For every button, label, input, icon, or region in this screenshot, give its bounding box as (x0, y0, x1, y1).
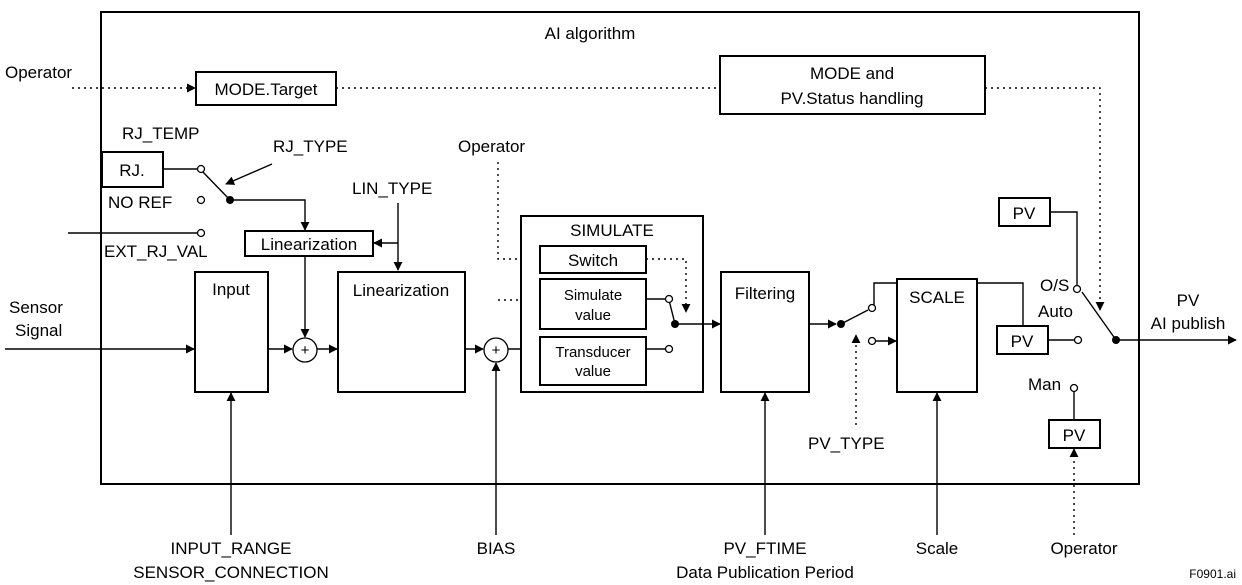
rj-linearization-box (244, 230, 374, 257)
lin-type-label: LIN_TYPE (352, 179, 432, 198)
operator-to-switch-line (497, 162, 539, 264)
pv-ftime-label: PV_FTIME (723, 539, 806, 558)
simulate-value-label-line1: Simulate (564, 287, 622, 304)
scale-box-label: SCALE (909, 288, 965, 307)
transducer-value-label-line2: value (575, 363, 611, 380)
bias-summing-plus: + (492, 342, 501, 359)
pv-type-selector-pivot (837, 320, 845, 328)
mode-selector-pivot (1112, 336, 1120, 344)
pv-type-lower-terminal (867, 336, 877, 346)
rj-type-label: RJ_TYPE (273, 137, 348, 156)
pv-output-label-line1: PV (1177, 291, 1200, 310)
pv-type-label: PV_TYPE (808, 434, 885, 453)
rj-linearization-label: Linearization (261, 235, 357, 254)
sensor-signal-label-line2: Signal (15, 321, 62, 340)
rj-box (101, 151, 164, 188)
pv-man-box (1048, 419, 1101, 449)
simulate-value-terminal (664, 294, 674, 304)
mode-status-box (719, 55, 986, 115)
sensor-connection-label: SENSOR_CONNECTION (133, 563, 329, 582)
transducer-value-box (539, 336, 647, 386)
pv-type-upper-terminal (867, 303, 877, 313)
ext-rj-val-label: EXT_RJ_VAL (104, 242, 208, 261)
transducer-value-terminal (664, 344, 674, 354)
pv-os-to-terminal-line (1050, 211, 1078, 286)
scale-parameter-label: Scale (916, 539, 959, 558)
linearization-box (337, 271, 466, 393)
pv-os-label: PV (1013, 204, 1036, 223)
auto-terminal (1073, 335, 1083, 345)
no-ref-label: NO REF (108, 193, 172, 212)
man-label: Man (1028, 375, 1061, 394)
data-publication-period-label: Data Publication Period (676, 563, 854, 582)
no-ref-terminal (196, 195, 206, 205)
figure-id-label: F0901.ai (1189, 567, 1236, 581)
filtering-box (720, 271, 810, 393)
ai-algorithm-title: AI algorithm (545, 24, 636, 43)
ai-algorithm-frame (100, 11, 1140, 485)
operator-simulate-label: Operator (458, 137, 525, 156)
pv-auto-box (996, 325, 1049, 355)
mode-selector-blade (1081, 291, 1117, 341)
mode-status-label-line1: MODE and (810, 64, 894, 83)
ext-rj-terminal (196, 228, 206, 238)
pv-type-selector-blade (840, 309, 869, 325)
input-box (194, 271, 269, 393)
linearization-label: Linearization (353, 281, 449, 300)
os-terminal (1072, 284, 1082, 294)
scale-box (896, 278, 978, 393)
transducer-value-label-line1: Transducer (555, 344, 630, 361)
sensor-signal-label-line1: Sensor (9, 298, 63, 317)
man-terminal (1069, 383, 1079, 393)
rj-selector-to-linearization-line (230, 199, 310, 231)
simulate-label: SIMULATE (570, 221, 654, 240)
input-label: Input (212, 280, 250, 299)
mode-target-label: MODE.Target (215, 80, 318, 99)
rj-selector-pivot (226, 196, 234, 204)
switch-box (539, 245, 647, 274)
mode-status-to-output-switch-line (985, 87, 1105, 311)
mode-status-label-line2: PV.Status handling (780, 89, 923, 108)
rj-temp-label: RJ_TEMP (122, 124, 199, 143)
switch-control-line (646, 258, 691, 313)
rj-summing-plus: + (301, 342, 310, 359)
auto-label: Auto (1038, 302, 1073, 321)
os-label: O/S (1040, 276, 1069, 295)
bias-summing-junction (483, 337, 509, 363)
simulate-selector-pivot (671, 320, 679, 328)
pv-man-label: PV (1063, 426, 1086, 445)
bias-label: BIAS (477, 539, 516, 558)
input-range-label: INPUT_RANGE (171, 539, 292, 558)
operator-top-label: Operator (5, 63, 72, 82)
rj-terminal (196, 164, 206, 174)
rj-summing-junction (292, 337, 318, 363)
rj-selector-blade (200, 169, 231, 201)
simulate-selector-blade (668, 299, 676, 325)
switch-label: Switch (568, 251, 618, 270)
simulate-value-box (539, 278, 647, 330)
operator-bottom-label: Operator (1050, 539, 1117, 558)
rj-type-arrow (225, 163, 273, 185)
filtering-label: Filtering (735, 284, 795, 303)
simulate-value-label-line2: value (575, 307, 611, 324)
rj-box-label: RJ. (119, 161, 145, 180)
pv-output-label-line2: AI publish (1151, 314, 1226, 333)
pv-auto-label: PV (1011, 332, 1034, 351)
